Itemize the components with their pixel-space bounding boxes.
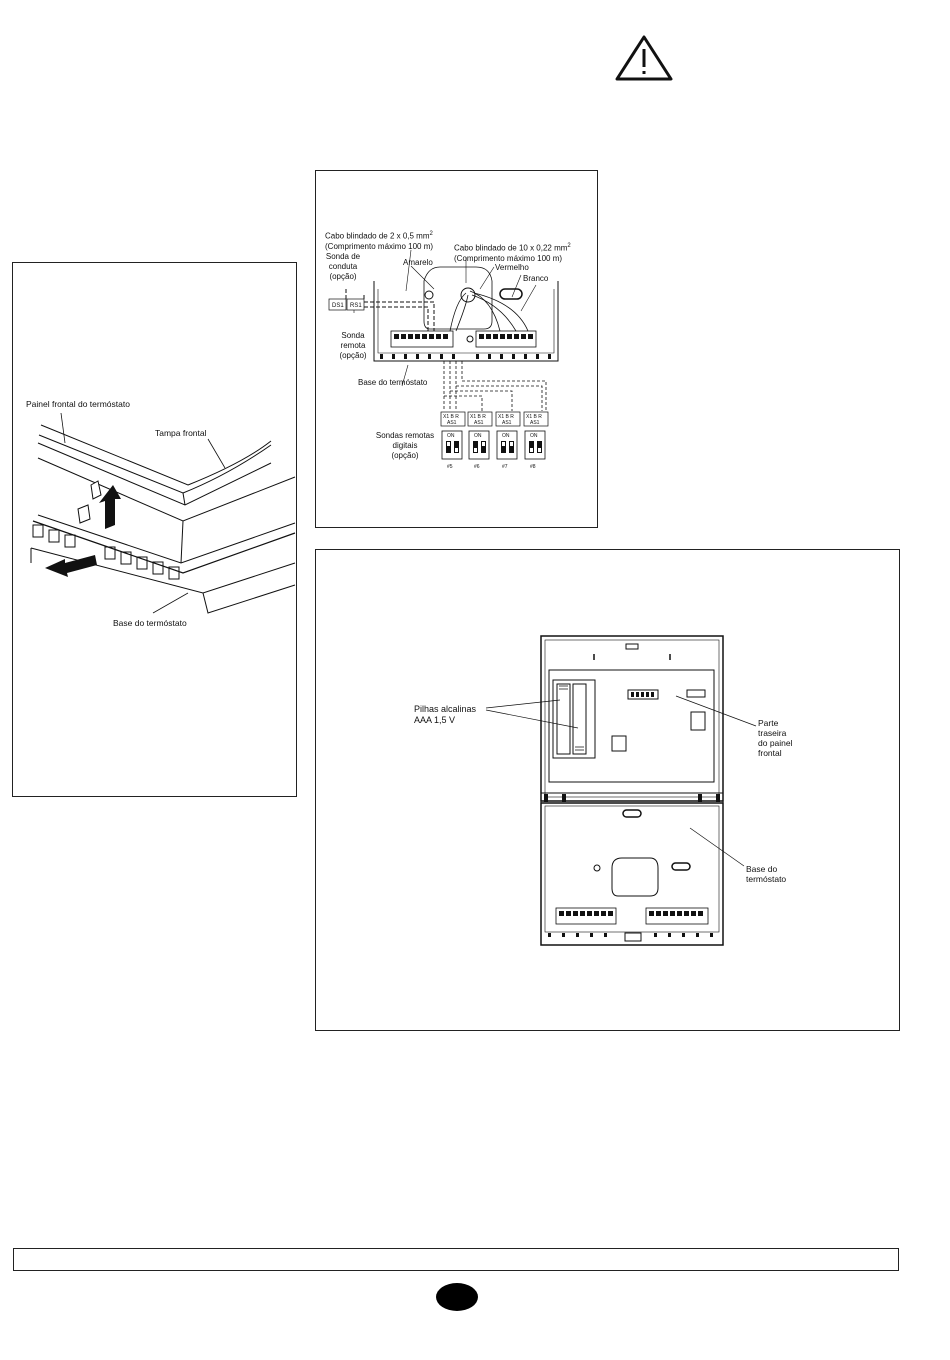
sensor-id-6: #6 — [474, 464, 480, 470]
warning-triangle-icon — [615, 35, 673, 81]
label-sonda-conduta: Sonda de conduta (opção) — [325, 252, 361, 281]
label-sonda-remota: Sonda remota (opção) — [339, 331, 367, 360]
sensor-id-5: #5 — [447, 464, 453, 470]
label-cabo-10x022: Cabo blindado de 10 x 0,22 mm2 (Comprime… — [454, 243, 571, 263]
wiring-diagram: X1 B R AS1 X1 B R AS1 X1 B R AS1 X1 B R … — [328, 249, 559, 470]
label-branco: Branco — [523, 274, 549, 283]
sensor-7-module: AS1 — [502, 420, 512, 426]
sensor-6-terminals: X1 B R — [470, 414, 486, 420]
label-painel-frontal: Painel frontal do termóstato — [26, 399, 130, 409]
rs1-label: RS1 — [350, 303, 362, 309]
ds1-label: DS1 — [332, 303, 344, 309]
label-tampa-frontal: Tampa frontal — [155, 428, 207, 438]
sensor-id-7: #7 — [502, 464, 508, 470]
batteries-diagram — [485, 635, 757, 946]
dip-on-5: ON — [447, 433, 455, 439]
page-number-oval — [436, 1283, 478, 1311]
dip-on-7: ON — [502, 433, 510, 439]
label-base-termostato: Base do termóstato — [113, 618, 187, 628]
sensor-6-module: AS1 — [474, 420, 484, 426]
figure-remove-front-panel: Painel frontal do termóstato Tampa front… — [12, 262, 297, 797]
front-panel-illustration — [30, 412, 296, 614]
label-pilhas-alcalinas: Pilhas alcalinas AAA 1,5 V — [414, 704, 477, 725]
label-amarelo: Amarelo — [403, 258, 433, 267]
label-base-termostato-wiring: Base do termóstato — [358, 378, 428, 387]
dip-on-6: ON — [474, 433, 482, 439]
sensor-5-terminals: X1 B R — [443, 414, 459, 420]
label-cabo-2x05: Cabo blindado de 2 x 0,5 mm2 (Compriment… — [325, 231, 434, 251]
dip-on-8: ON — [530, 433, 538, 439]
figure-batteries: Pilhas alcalinas AAA 1,5 V Parte traseir… — [315, 549, 900, 1031]
label-vermelho: Vermelho — [495, 263, 529, 272]
sensor-8-terminals: X1 B R — [526, 414, 542, 420]
footer-bar — [13, 1248, 899, 1271]
sensor-8-module: AS1 — [530, 420, 540, 426]
figure-wiring: X1 B R AS1 X1 B R AS1 X1 B R AS1 X1 B R … — [315, 170, 598, 528]
sensor-id-8: #8 — [530, 464, 536, 470]
label-sondas-digitais: Sondas remotas digitais (opção) — [375, 431, 435, 460]
label-base-termostato-batteries: Base do termóstato — [746, 864, 787, 884]
sensor-5-module: AS1 — [447, 420, 457, 426]
sensor-7-terminals: X1 B R — [498, 414, 514, 420]
label-parte-traseira: Parte traseira do painel frontal — [758, 718, 793, 758]
